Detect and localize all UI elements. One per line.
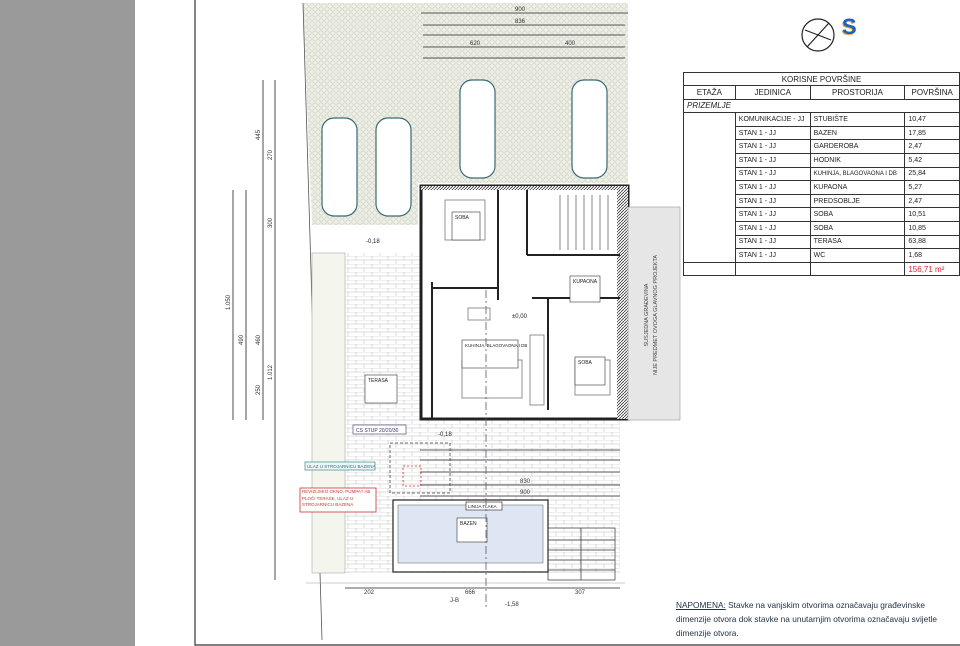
cell-area: 5,42: [904, 152, 960, 168]
cell-room: SOBA: [809, 207, 906, 222]
car-icon: [571, 79, 608, 179]
cell-room: SOBA: [809, 220, 906, 236]
level-mark: -0,18: [366, 239, 380, 245]
cell-unit: STAN 1 - JJ: [734, 152, 811, 168]
cell-room: BAZEN: [809, 125, 906, 141]
dimension-label: 445: [256, 129, 262, 140]
cell-area: 5,27: [904, 180, 960, 195]
header-povrsina: POVRŠINA: [904, 85, 960, 100]
cell-unit: STAN 1 - JJ: [734, 207, 811, 222]
cell-area: 63,88: [904, 234, 960, 250]
header-etaza: ETAŽA: [683, 85, 736, 100]
header-prostorija: PROSTORIJA: [809, 85, 906, 100]
dimension-label: 900: [515, 7, 526, 13]
cell-unit: STAN 1 - JJ: [734, 220, 811, 236]
dimension-label: 1.050: [226, 294, 232, 310]
dimension-label: 830: [520, 479, 531, 485]
dimension-label: 666: [465, 590, 476, 596]
cell-room: WC: [809, 248, 906, 263]
cell-area: 1,68: [904, 248, 960, 263]
dimension-label: 620: [470, 41, 481, 47]
pool-label: LINIJA TLAKA: [468, 504, 497, 509]
car-icon: [375, 117, 412, 217]
level-mark: ±0,00: [512, 314, 528, 320]
dimension-label: 490: [239, 334, 245, 345]
cell-room: KUPAONA: [809, 180, 906, 195]
dimension-label: 400: [565, 41, 576, 47]
neighbor-building: [627, 206, 681, 421]
total-area: 156,71 m²: [904, 261, 960, 277]
dimension-label: 460: [256, 334, 262, 345]
cell-unit: STAN 1 - JJ: [734, 180, 811, 195]
total-row: 156,71 m²: [683, 261, 960, 277]
car-icon: [459, 79, 496, 179]
room-label-soba-2: SOBA: [578, 360, 593, 366]
cell-unit: STAN 1 - JJ: [734, 234, 811, 250]
dimension-label: 250: [256, 384, 262, 395]
dimension-label: 300: [268, 217, 274, 228]
car-icon: [321, 117, 358, 217]
cell-unit: KOMUNIKACIJE - JJ: [734, 112, 811, 127]
column-label: CS STUP 20/20/30: [356, 428, 399, 434]
cell-area: 10,47: [904, 112, 960, 127]
cell-area: 10,85: [904, 220, 960, 236]
level-mark: -1,58: [505, 602, 519, 608]
note-label: NAPOMENA:: [676, 600, 726, 610]
cell-room: HODNIK: [809, 152, 906, 168]
north-label: S: [842, 14, 857, 39]
cell-unit: STAN 1 - JJ: [734, 248, 811, 263]
cell-area: 10,51: [904, 207, 960, 222]
floor-label: PRIZEMLJE: [683, 98, 960, 114]
note: NAPOMENA: Stavke na vanjskim otvorima oz…: [676, 598, 956, 640]
cell-room: PREDSOBLJE: [809, 193, 906, 209]
area-table: KORISNE POVRŠINE ETAŽA JEDINICA PROSTORI…: [683, 72, 960, 277]
dimension-label: 270: [268, 149, 274, 160]
cell-area: 17,85: [904, 125, 960, 141]
level-mark: -0,18: [438, 432, 452, 438]
north-arrow-icon: [801, 18, 835, 52]
cell-unit: STAN 1 - JJ: [734, 166, 811, 182]
stairs: [559, 195, 609, 250]
cell-area: 2,47: [904, 139, 960, 154]
room-label-kitchen: KUHINJA, BLAGOVAONA I DB: [465, 343, 527, 348]
parked-cars: [321, 79, 608, 217]
cell-unit: STAN 1 - JJ: [734, 139, 811, 154]
sheet-frame: [194, 0, 960, 646]
drawing-sheet: 900 836 620 400 445 270 300 1.050 1.012 …: [135, 0, 960, 646]
cell-area: 2,47: [904, 193, 960, 209]
section-mark: J-B: [450, 598, 459, 604]
cell-room: TERASA: [809, 234, 906, 250]
cell-unit: STAN 1 - JJ: [734, 193, 811, 209]
floor-plan: 900 836 620 400 445 270 300 1.050 1.012 …: [194, 0, 960, 646]
room-label-soba: SOBA: [455, 215, 470, 221]
neighbor-label: SUSJEDNA GRAĐEVINA: [644, 283, 650, 346]
red-annotation: REVIZIJSKO OKNO, PUMPA? AB PLOČI TERASE,…: [302, 489, 371, 507]
room-label-kupaona: KUPAONA: [573, 279, 598, 285]
dimension-label: 1.012: [268, 364, 274, 380]
cell-unit: STAN 1 - JJ: [734, 125, 811, 141]
dimension-label: 836: [515, 19, 526, 25]
cell-room: KUHINJA, BLAGOVAONA I DB: [809, 166, 906, 182]
dimension-label: 900: [520, 490, 531, 496]
room-label-terasa: TERASA: [368, 378, 389, 384]
note-text: Stavke na vanjskim otvorima označavaju g…: [676, 600, 938, 638]
dimension-label: 202: [364, 590, 375, 596]
strojarnica-label: ULAZ U STROJARNICU BAZENA: [307, 464, 376, 469]
cell-room: STUBIŠTE: [809, 112, 906, 127]
dimension-label: 307: [575, 590, 586, 596]
cell-area: 25,84: [904, 166, 960, 182]
header-jedinica: JEDINICA: [734, 85, 811, 100]
room-label-bazen: BAZEN: [460, 521, 477, 527]
table-title: KORISNE POVRŠINE: [683, 72, 960, 86]
neighbor-label-2: NIJE PREDMET OVOGA GLAVNOG PROJEKTA: [653, 255, 659, 375]
cell-room: GARDEROBA: [809, 139, 906, 154]
